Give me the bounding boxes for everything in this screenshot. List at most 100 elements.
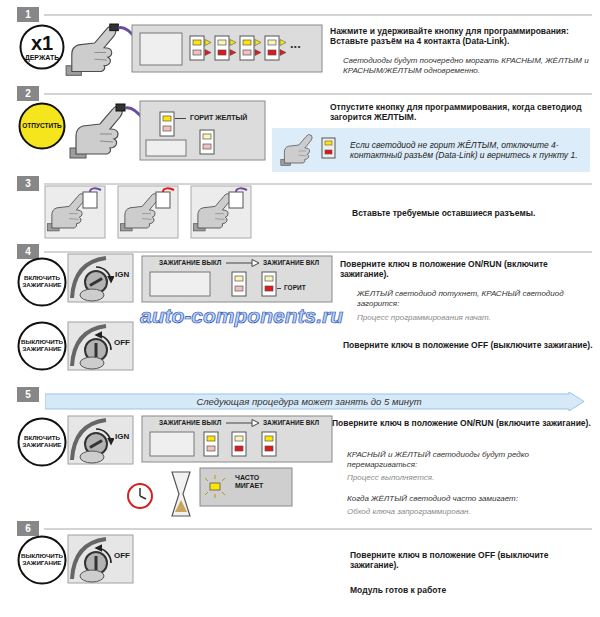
node-text: Следующая процедура может занять до 5 ми… [196, 396, 421, 407]
state-arrow-line [226, 423, 252, 424]
node-text: 4 [25, 246, 31, 258]
connector-socket [240, 36, 254, 60]
state-arrow-head [252, 260, 259, 267]
yellow-led [163, 116, 171, 121]
yellow-led [265, 276, 273, 281]
illustration-frame [45, 186, 105, 238]
module-panel [142, 256, 332, 302]
hand-shape [284, 134, 312, 163]
hand-illustration [281, 134, 312, 165]
hand-on-key [80, 289, 104, 301]
badge-circle [19, 419, 66, 466]
hourglass [172, 472, 190, 516]
action-badge: ОТПУСТИТЬ [18, 102, 66, 150]
yellow-led [235, 276, 243, 281]
hand-shape [52, 194, 85, 228]
program-button [116, 104, 125, 111]
note-text: ЖЁЛТЫЙ светодиод потухнет, КРАСНЫЙ свето… [357, 289, 593, 308]
instruction-text: Поверните ключ в положение OFF (выключит… [350, 550, 594, 570]
led-state-label: ЧАСТО МИГАЕТ [234, 474, 290, 491]
insert-arrow [230, 50, 236, 56]
key-position-label: OFF [113, 338, 131, 348]
connector-socket [160, 112, 174, 136]
plug-connector [156, 192, 170, 208]
yellow-led [235, 436, 243, 441]
connector-socket [190, 36, 204, 60]
insert-arrow [280, 40, 286, 46]
instruction-text: Отпустите кнопку для программирования, к… [330, 102, 592, 122]
finger-line [69, 214, 78, 220]
clock-hands [140, 488, 146, 499]
step-header-line [44, 183, 592, 185]
red-led [325, 150, 332, 154]
note-text: Когда ЖЁЛТЫЙ светодиод часто замигает: [347, 494, 593, 504]
turn-arrow [96, 267, 111, 282]
module-panel [140, 101, 265, 160]
badge-circle [19, 259, 66, 306]
plug-connector [83, 192, 97, 208]
connector-socket [204, 432, 218, 456]
finger-line [215, 214, 224, 220]
connector-socket [262, 272, 276, 296]
hand-on-key [80, 357, 104, 369]
insert-arrow [230, 40, 236, 46]
key-blade [89, 277, 103, 287]
ignition-state-label: ЗАЖИГАНИЕ ВЫКЛ [158, 259, 222, 267]
state-arrow-line [226, 263, 252, 264]
finger-line [100, 134, 113, 142]
illustration-frame [68, 535, 133, 583]
key-position-label: IGN [114, 432, 130, 442]
led-state-label: ГОРИТ [283, 284, 307, 292]
hand-illustration [66, 24, 136, 75]
red-led [265, 286, 273, 291]
insert-arrow [205, 50, 211, 56]
node-text: ВКЛЮЧИТЬ ЗАЖИГАНИЕ [20, 435, 64, 449]
insert-arrow [255, 40, 261, 46]
note-panel: Если светодиод не горит ЖЁЛТЫМ, отключит… [272, 128, 590, 172]
status-text: Обход ключа запрограммирован. [347, 507, 471, 517]
step-number: 1 [17, 7, 39, 22]
node-text: 6 [25, 523, 31, 535]
clock-face [128, 484, 152, 508]
status-box [200, 468, 292, 506]
leader-line [175, 118, 186, 119]
step-header-line [44, 93, 592, 95]
instruction-text: Модуль готов к работе [350, 585, 446, 595]
node-text: 3 [25, 178, 31, 190]
step-header-line [44, 251, 592, 253]
arrow-band [45, 392, 584, 411]
red-led [193, 50, 201, 55]
turn-arrow [96, 548, 111, 563]
ignition-state-label: ЗАЖИГАНИЕ ВКЛ [262, 419, 320, 427]
finger-line [142, 214, 151, 220]
node-text: ДЕРЖАТЬ [25, 54, 60, 62]
key-position-label: OFF [113, 551, 131, 561]
note-text: Светодиоды будут поочередно моргать КРАС… [343, 56, 595, 75]
status-text: Процесс выполняется. [347, 473, 434, 483]
red-led [268, 50, 276, 55]
red-led [218, 50, 226, 55]
hand-illustration [48, 194, 86, 231]
yellow-led [193, 40, 201, 45]
hand-shape [72, 26, 116, 71]
node-text: Если светодиод не горит ЖЁЛТЫМ, отключит… [350, 140, 582, 160]
badge-circle [19, 323, 66, 370]
badge-circle [21, 26, 64, 69]
node-text: 1 [25, 9, 31, 21]
yellow-led [218, 40, 226, 45]
plug-wire [163, 188, 174, 192]
step-number: 5 [17, 387, 39, 402]
node-text: 5 [25, 389, 31, 401]
action-badge: ВКЛЮЧИТЬ ЗАЖИГАНИЕ [17, 417, 67, 467]
badge-circle [20, 104, 65, 149]
plug-wire [236, 188, 247, 192]
red-led [235, 446, 243, 451]
connector-socket [262, 432, 276, 456]
yellow-led [268, 40, 276, 45]
module-body [150, 272, 210, 296]
node-text: ОТПУСТИТЬ [22, 122, 62, 129]
connector-socket [215, 36, 229, 60]
plug-connector [229, 192, 243, 208]
module-body [146, 140, 186, 156]
